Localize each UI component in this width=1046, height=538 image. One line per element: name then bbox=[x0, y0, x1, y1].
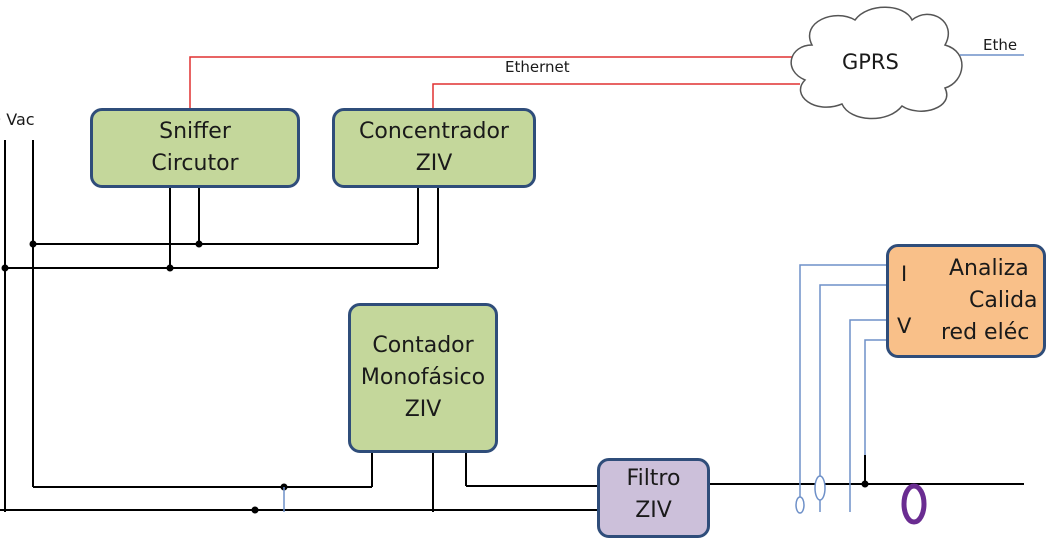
contador-monofasico-box: Contador Monofásico ZIV bbox=[348, 303, 498, 453]
contador-line-3: ZIV bbox=[404, 397, 442, 422]
concentrador-line-2: ZIV bbox=[415, 151, 453, 176]
measurement-wiring bbox=[283, 264, 888, 512]
analizador-current-port: I bbox=[901, 262, 908, 286]
junction-dots bbox=[1, 240, 869, 514]
ethernet-label-right: Ethe bbox=[983, 36, 1018, 54]
filtro-line-1: Filtro bbox=[626, 466, 681, 491]
vac-label: 0 Vac bbox=[0, 110, 35, 129]
sniffer-line-2: Circutor bbox=[151, 151, 239, 176]
concentrador-ziv-box: Concentrador ZIV bbox=[332, 108, 536, 188]
ethernet-links bbox=[189, 56, 800, 110]
analizador-line-2: Calida bbox=[969, 288, 1038, 313]
sniffer-line-1: Sniffer bbox=[159, 119, 231, 144]
analizador-line-1: Analiza bbox=[949, 256, 1029, 281]
analizador-voltage-port: V bbox=[897, 314, 912, 338]
current-clamp-ring bbox=[814, 475, 826, 501]
wiring-diagram bbox=[0, 6, 1024, 525]
analizador-box: Analiza Calida red eléc bbox=[886, 244, 1046, 358]
concentrador-line-1: Concentrador bbox=[359, 119, 509, 144]
sniffer-circutor-box: Sniffer Circutor bbox=[90, 108, 300, 188]
ethernet-line-sniffer bbox=[189, 56, 800, 110]
contador-line-1: Contador bbox=[372, 333, 474, 358]
analizador-line-3: red eléc bbox=[941, 320, 1030, 345]
coil-symbol bbox=[901, 483, 927, 525]
filtro-line-2: ZIV bbox=[635, 498, 672, 523]
ethernet-label: Ethernet bbox=[505, 58, 570, 76]
power-wiring bbox=[0, 140, 1024, 512]
gprs-label: GPRS bbox=[842, 50, 899, 74]
gprs-cloud bbox=[790, 6, 963, 120]
current-clamp-ring-lower bbox=[795, 496, 805, 514]
filtro-ziv-box: Filtro ZIV bbox=[597, 458, 710, 538]
contador-line-2: Monofásico bbox=[360, 365, 486, 390]
ethernet-line-concentrador bbox=[432, 83, 800, 110]
